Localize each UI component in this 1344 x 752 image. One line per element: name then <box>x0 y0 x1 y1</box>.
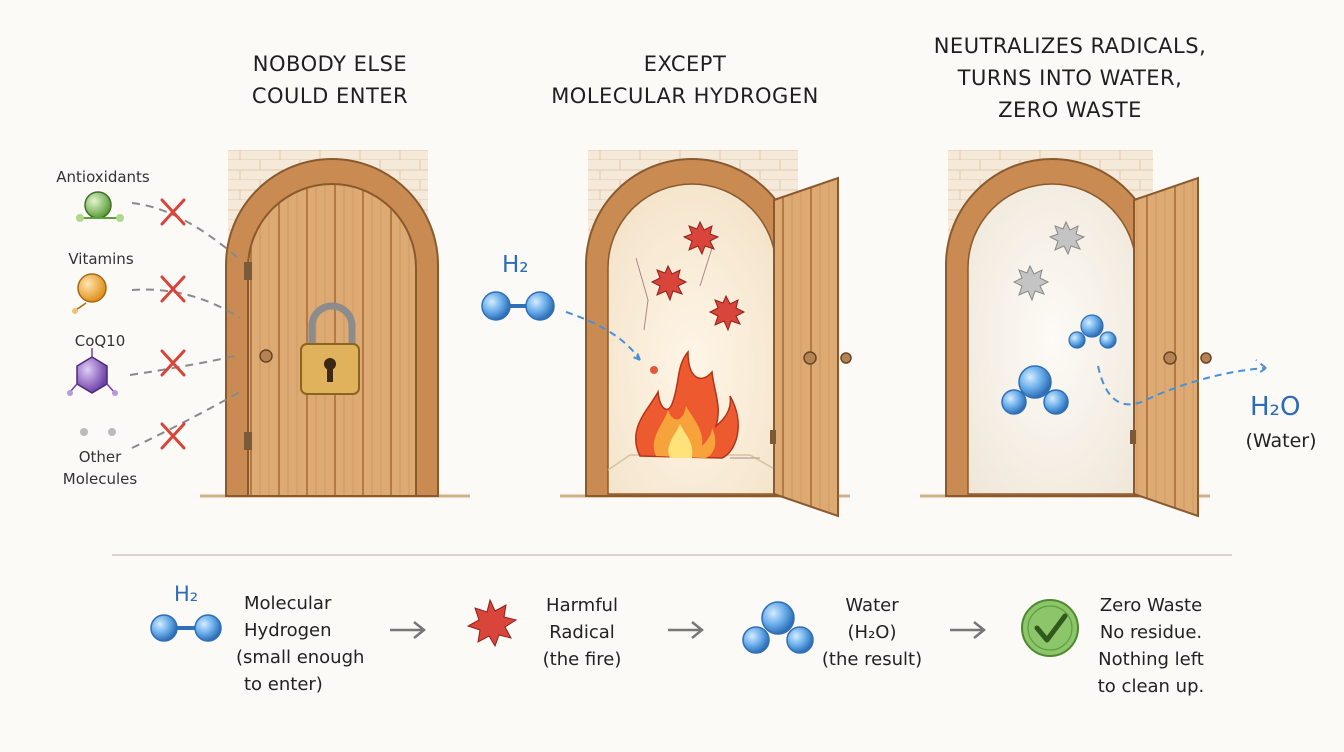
panel-3-title: NEUTRALIZES RADICALS, TURNS INTO WATER, … <box>920 30 1220 126</box>
legend-caption-hydrogen-line-3: (small enough <box>236 647 365 668</box>
antioxidants-label: Antioxidants <box>56 168 150 186</box>
radical-icon <box>650 264 688 302</box>
water-formula-label: H₂O <box>1250 392 1301 422</box>
coq10-molecule-icon <box>76 356 108 394</box>
legend-water-molecule-icon <box>742 601 814 654</box>
open-door-leaf <box>773 176 839 518</box>
legend-caption-zero-waste: Zero Waste No residue. Nothing left to c… <box>1086 592 1216 700</box>
legend-caption-zero-waste-line-2: No residue. <box>1099 622 1203 643</box>
legend-caption-radical-line-2: Radical <box>549 622 615 643</box>
panel-1-title: NOBODY ELSE COULD ENTER <box>210 48 450 112</box>
panel-1-locked-door <box>200 150 470 498</box>
blocked-antioxidant <box>76 191 239 259</box>
blocked-other <box>80 391 241 450</box>
blocked-vitamin <box>72 273 241 319</box>
legend-caption-hydrogen-line-4: to enter) <box>244 674 323 695</box>
neutralized-radical-icon <box>1048 220 1086 256</box>
legend-caption-hydrogen-line-2: Hydrogen <box>244 620 332 641</box>
antioxidant-molecule-icon <box>84 191 112 219</box>
legend-arrow-icon <box>668 621 705 639</box>
legend-h2-molecule-icon <box>150 614 222 642</box>
legend-caption-hydrogen: Molecular Hydrogen (small enough to ente… <box>228 590 368 698</box>
other-molecules-label-line-2: Molecules <box>62 470 138 488</box>
legend-h2-symbol: H₂ <box>174 582 199 606</box>
panel-3-title-line-3: ZERO WASTE <box>998 98 1142 122</box>
padlock-icon <box>300 302 360 395</box>
panel-2-title: EXCEPT MOLECULAR HYDROGEN <box>540 48 830 112</box>
radical-icon <box>708 294 746 332</box>
vitamins-label: Vitamins <box>68 250 134 268</box>
open-door-leaf <box>1133 176 1199 518</box>
h2-molecule-icon <box>481 291 555 321</box>
neutralized-radical-icon <box>1012 264 1050 302</box>
legend-caption-water-line-2: (H₂O) <box>847 622 897 643</box>
blocked-cross-icon <box>160 198 186 226</box>
legend-caption-zero-waste-line-1: Zero Waste <box>1099 595 1203 616</box>
legend-arrow-icon <box>950 621 987 639</box>
legend-caption-zero-waste-line-3: Nothing left <box>1098 649 1204 670</box>
blocked-cross-icon <box>160 275 186 303</box>
panel-1-title-line-1: NOBODY ELSE <box>252 52 408 76</box>
water-name-label: (Water) <box>1245 430 1317 452</box>
water-molecule-icon <box>1068 314 1117 349</box>
panel-2-title-line-1: EXCEPT <box>643 52 727 76</box>
legend-caption-water-line-1: Water <box>845 595 899 616</box>
other-molecules-label: Other Molecules <box>50 446 150 490</box>
checkmark-icon <box>1021 599 1079 657</box>
other-molecules-label-line-1: Other <box>78 448 122 466</box>
h2-path-arrow <box>565 311 641 361</box>
legend-caption-radical: Harmful Radical (the fire) <box>522 592 642 673</box>
blocked-cross-icon <box>160 349 186 377</box>
water-exit-arrow <box>1097 359 1267 406</box>
blocked-cross-icon <box>160 422 186 450</box>
blocked-coq10 <box>67 348 241 396</box>
h2-label: H₂ <box>502 252 529 278</box>
door-knob <box>803 351 817 365</box>
legend-caption-hydrogen-line-1: Molecular <box>244 593 332 614</box>
panel-2-title-line-2: MOLECULAR HYDROGEN <box>551 84 819 108</box>
fire-icon <box>634 349 739 459</box>
panel-3-title-line-2: TURNS INTO WATER, <box>957 66 1183 90</box>
legend-caption-water: Water (H₂O) (the result) <box>812 592 932 673</box>
legend-caption-radical-line-1: Harmful <box>546 595 618 616</box>
legend-arrow-icon <box>390 621 427 639</box>
legend-radical-icon <box>466 598 518 648</box>
vitamin-molecule-icon <box>77 273 107 303</box>
door-knob <box>259 349 273 363</box>
panel-3-title-line-1: NEUTRALIZES RADICALS, <box>933 34 1207 58</box>
panel-2-open-door <box>560 150 852 518</box>
doorway-interior <box>967 183 1137 495</box>
door-panel <box>247 183 417 497</box>
panel-3-open-door <box>920 150 1212 518</box>
coq10-label: CoQ10 <box>74 332 126 350</box>
other-molecule-icon <box>80 428 88 436</box>
legend-caption-zero-waste-line-4: to clean up. <box>1097 676 1205 697</box>
legend-caption-water-line-3: (the result) <box>821 649 923 670</box>
legend-caption-radical-line-3: (the fire) <box>542 649 622 670</box>
water-molecule-icon <box>1001 365 1069 415</box>
panel-1-title-line-2: COULD ENTER <box>251 84 409 108</box>
radical-icon <box>682 220 720 256</box>
door-knob <box>1163 351 1177 365</box>
